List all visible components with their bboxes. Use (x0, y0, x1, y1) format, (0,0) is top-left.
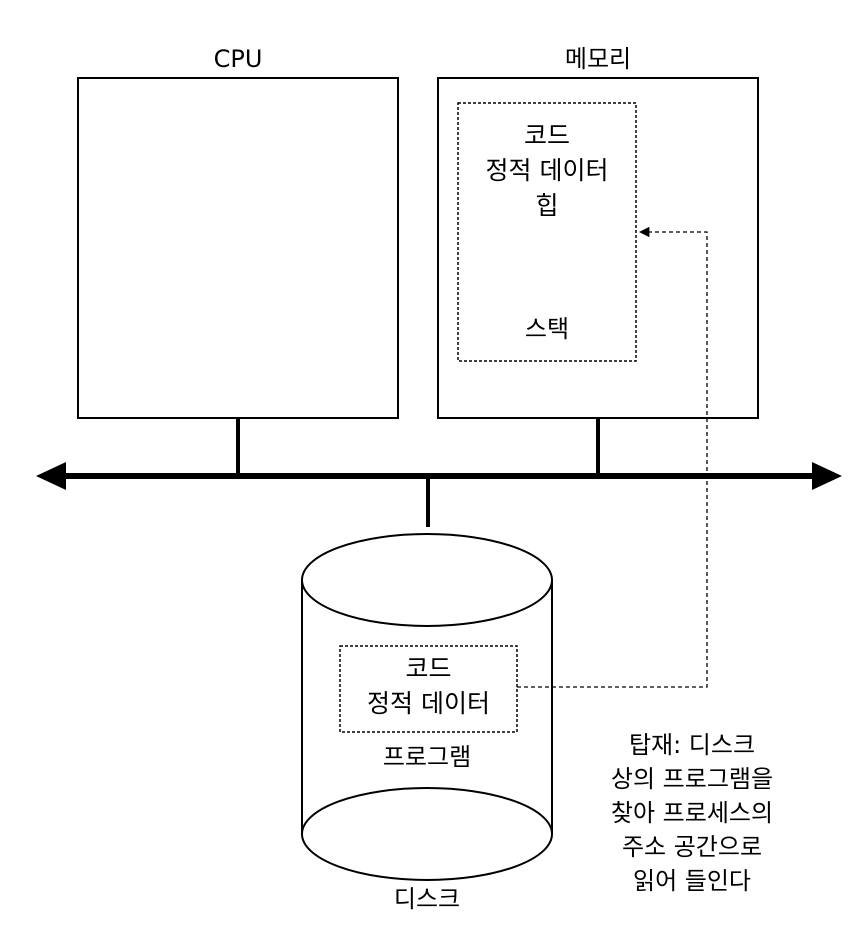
memory-segments: 코드 정적 데이터 힙 (458, 118, 636, 223)
program-contents: 코드 정적 데이터 (340, 651, 517, 721)
load-note-line-4: 주소 공간으로 (621, 833, 763, 861)
load-note-line-5: 읽어 들인다 (632, 867, 752, 895)
disk-label: 디스크 (393, 885, 461, 913)
memory-label: 메모리 (564, 45, 632, 73)
load-description: 탑재: 디스크 상의 프로그램을 찾아 프로세스의 주소 공간으로 읽어 들인다 (572, 728, 812, 898)
program-static-data: 정적 데이터 (367, 689, 490, 718)
segment-stack: 스택 (524, 315, 570, 343)
segment-static-data: 정적 데이터 (485, 156, 609, 185)
process-address-space (457, 102, 637, 362)
disk-cylinder (301, 533, 553, 881)
load-note-line-3: 찾아 프로세스의 (610, 799, 774, 827)
program-label: 프로그램 (382, 743, 472, 771)
segment-code: 코드 (523, 121, 570, 150)
bus-right-arrowhead (812, 462, 842, 490)
program-code: 코드 (405, 654, 452, 683)
cpu-label: CPU (213, 45, 263, 73)
load-note-line-1: 탑재: 디스크 (628, 731, 756, 759)
load-note-line-2: 상의 프로그램을 (610, 765, 774, 793)
bus-left-arrowhead (36, 462, 66, 490)
load-arrow (517, 226, 708, 688)
segment-heap: 힙 (535, 191, 559, 220)
program-on-disk (339, 645, 518, 733)
cpu-box (77, 77, 399, 419)
